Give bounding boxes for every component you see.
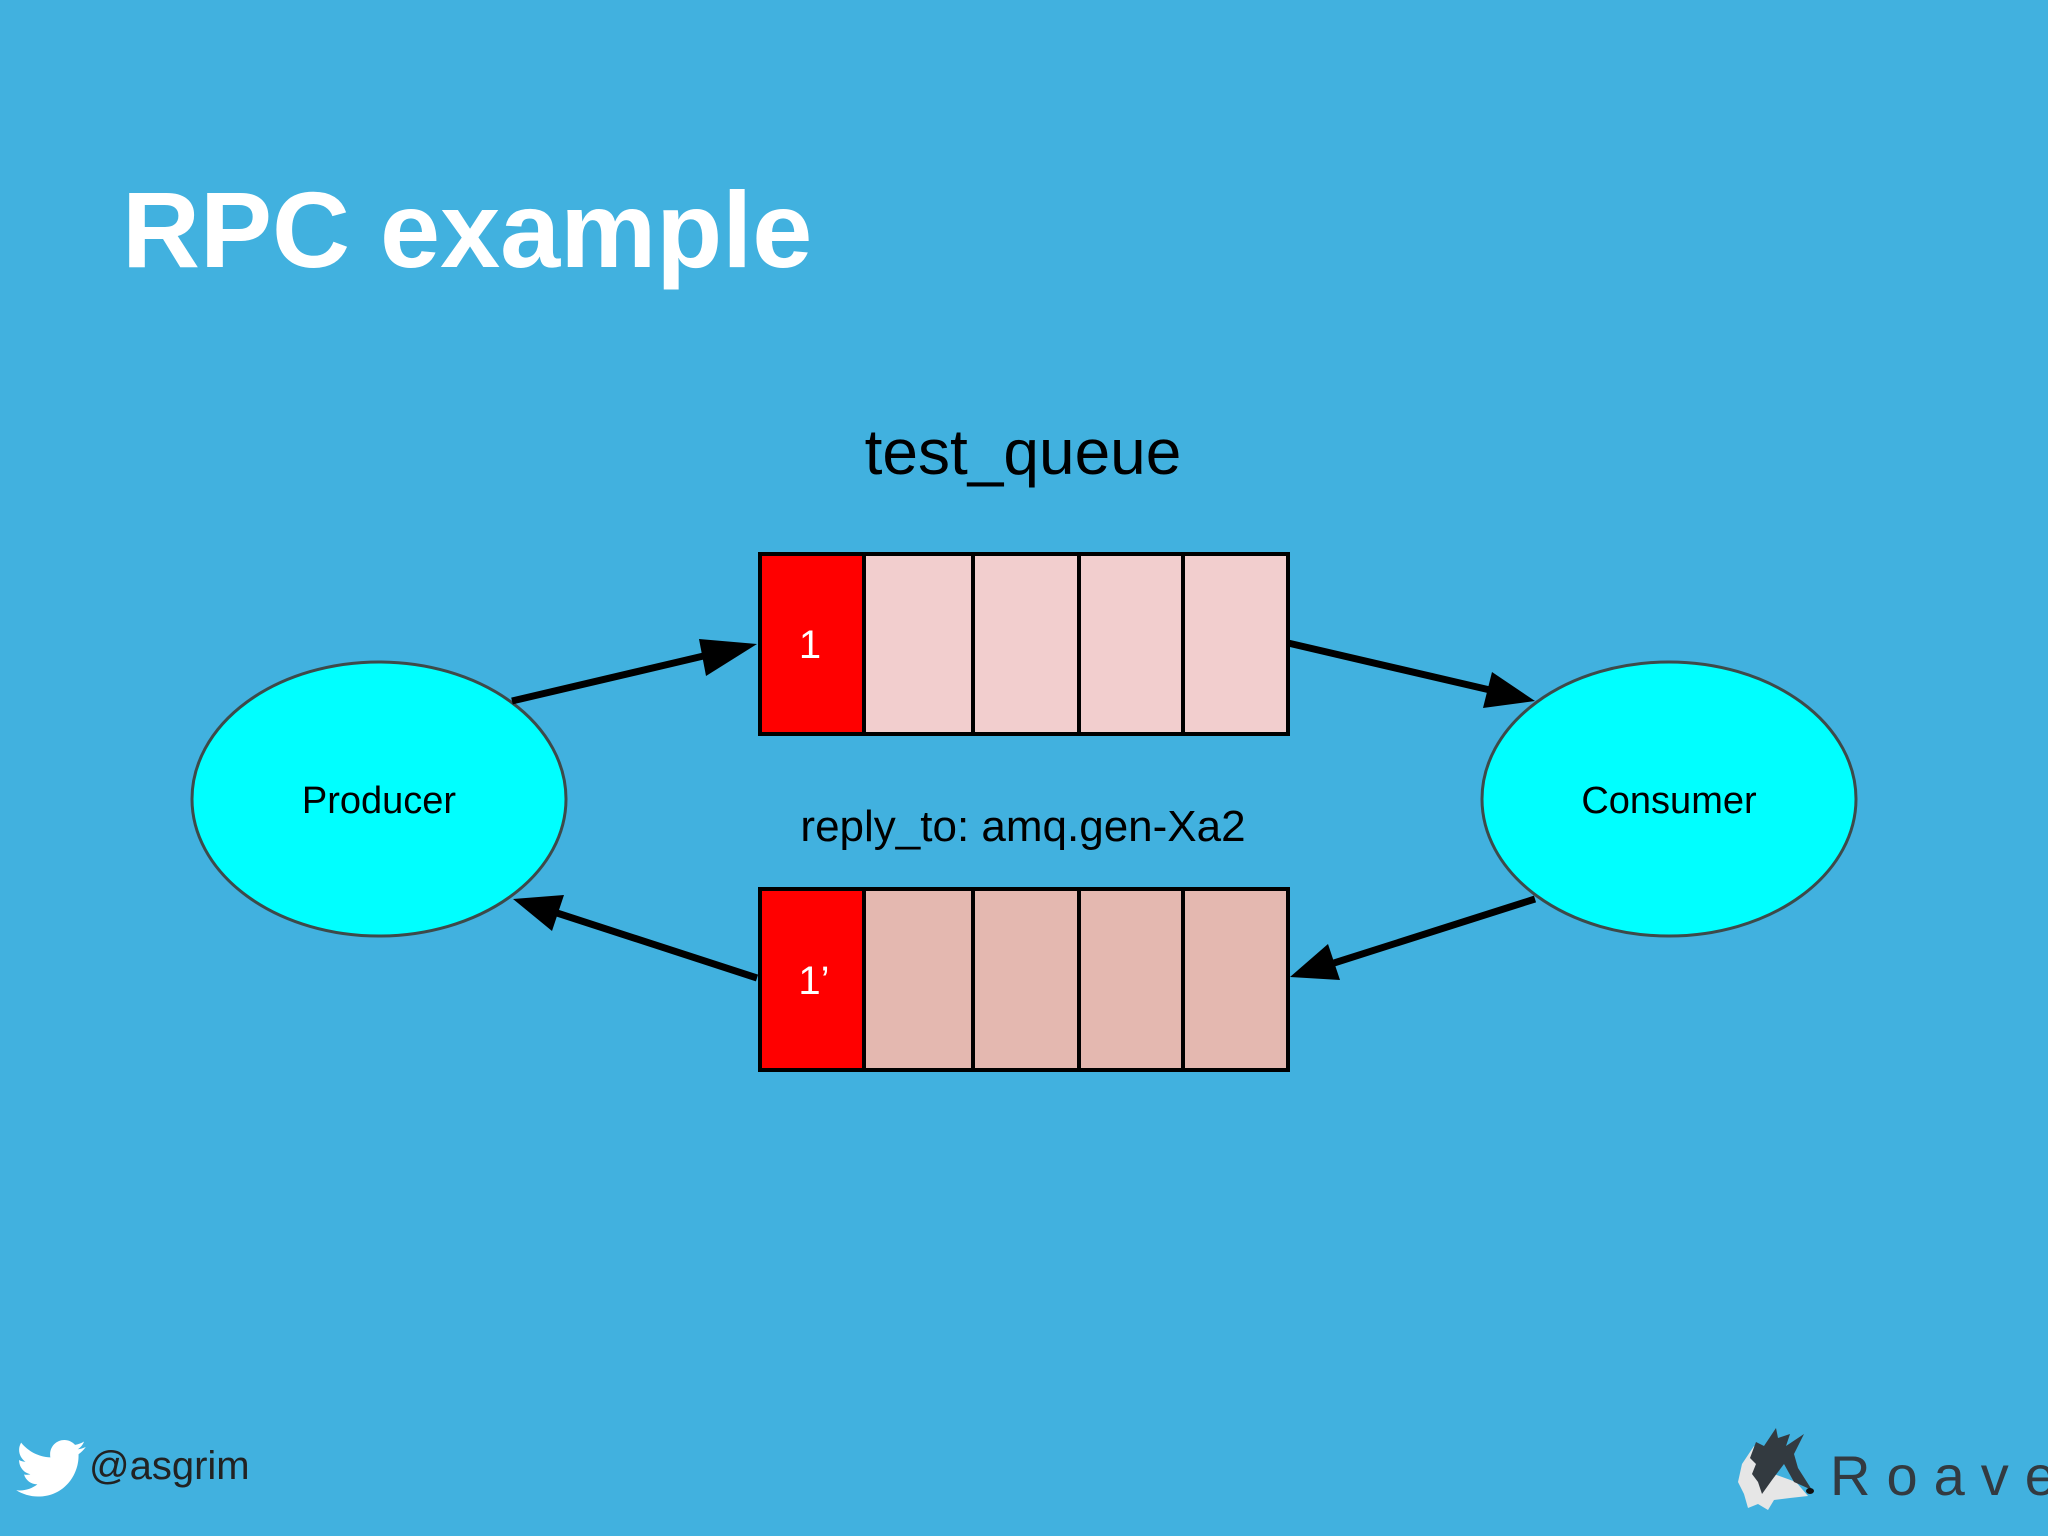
reply-message-label: 1’ (798, 959, 829, 1003)
request-queue: 1 (758, 552, 1290, 736)
roave-logo-text: Roave (1830, 1444, 2048, 1507)
queue-slot (1077, 887, 1185, 1072)
roave-dog-logo-icon (1738, 1428, 1814, 1510)
queue-name-label: test_queue (864, 416, 1182, 488)
twitter-handle: @asgrim (89, 1444, 250, 1488)
arrowhead (1290, 944, 1340, 980)
arrowhead (699, 639, 757, 676)
consumer-label: Consumer (1581, 780, 1757, 822)
twitter-bird-icon (16, 1440, 86, 1497)
queue-slot (971, 552, 1081, 736)
queue-slot (971, 887, 1081, 1072)
arrowhead (1483, 672, 1535, 708)
producer-label: Producer (302, 780, 457, 822)
arrowhead (513, 895, 564, 931)
queue-slot (1077, 552, 1185, 736)
request-message-label: 1 (799, 623, 821, 667)
arrow-consumer-to-reply-queue (1332, 895, 1537, 967)
reply-queue: 1’ (758, 887, 1290, 1072)
consumer-node: Consumer (1480, 660, 1858, 938)
producer-node: Producer (190, 660, 568, 938)
reply-message-cell (758, 887, 866, 1072)
slide-title: RPC example (122, 169, 813, 290)
queue-slot (1181, 887, 1290, 1072)
reply-to-label: reply_to: amq.gen-Xa2 (800, 802, 1246, 851)
arrow-reply-queue-to-producer (555, 909, 759, 982)
arrow-queue-to-consumer (1287, 639, 1491, 694)
queue-slot (862, 887, 975, 1072)
queue-slot (1181, 552, 1290, 736)
arrow-producer-to-queue (511, 650, 713, 705)
queue-slot (862, 552, 975, 736)
